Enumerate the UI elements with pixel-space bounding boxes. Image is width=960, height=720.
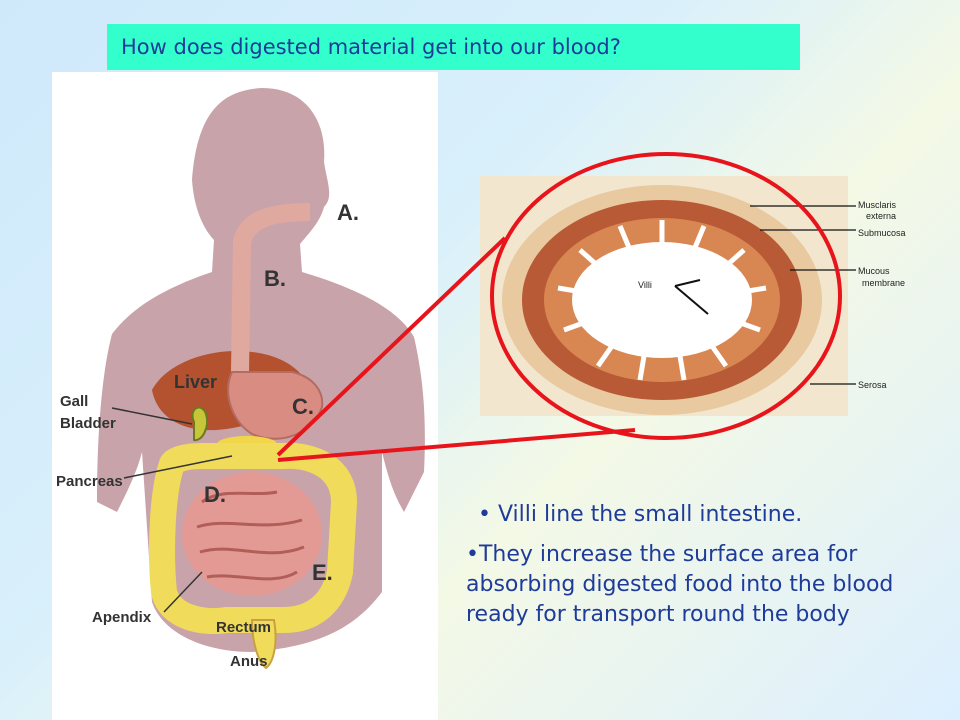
label-anus: Anus <box>230 653 268 670</box>
label-e: E. <box>312 560 333 585</box>
label-a: A. <box>337 200 359 225</box>
gall-bladder-shape <box>191 406 208 442</box>
bullet-villi: • Villi line the small intestine. <box>478 502 803 527</box>
rectum-shape <box>250 619 277 670</box>
label-mucous-2: membrane <box>862 278 905 288</box>
label-d: D. <box>204 482 226 507</box>
label-pancreas: Pancreas <box>56 473 123 490</box>
cross-section-illustration: Villi <box>480 176 848 416</box>
label-rectum: Rectum <box>216 619 271 636</box>
large-intestine <box>149 442 358 635</box>
label-gall: Gall <box>60 393 88 410</box>
slide-title: How does digested material get into our … <box>107 24 800 70</box>
label-muscularis-1: Musclaris <box>858 200 897 210</box>
label-c: C. <box>292 394 314 419</box>
label-muscularis-2: externa <box>866 211 896 221</box>
cross-section-labels: Musclaris externa Submucosa Mucous membr… <box>750 200 906 390</box>
esophagus <box>231 203 311 373</box>
digestive-system-diagram: A. B. C. D. E. Liver Gall Bladder Pancre… <box>52 72 438 720</box>
zoom-line-lower <box>277 428 636 462</box>
label-villi: Villi <box>638 280 652 290</box>
stomach-shape <box>227 371 324 440</box>
villi-cross-section-image: Villi <box>480 176 848 416</box>
explanation-text: • Villi line the small intestine. •They … <box>466 500 936 630</box>
label-liver: Liver <box>174 372 217 392</box>
body-illustration: A. B. C. D. E. Liver Gall Bladder Pancre… <box>56 88 425 670</box>
label-apendix: Apendix <box>92 609 152 626</box>
label-serosa: Serosa <box>858 380 887 390</box>
magnification-circle <box>490 152 842 440</box>
zoom-line-upper <box>276 236 507 457</box>
label-mucous-1: Mucous <box>858 266 890 276</box>
bullet-surface-area: •They increase the surface area for abso… <box>466 542 894 627</box>
label-bladder: Bladder <box>60 415 116 432</box>
label-submucosa: Submucosa <box>858 228 906 238</box>
label-b: B. <box>264 266 286 291</box>
